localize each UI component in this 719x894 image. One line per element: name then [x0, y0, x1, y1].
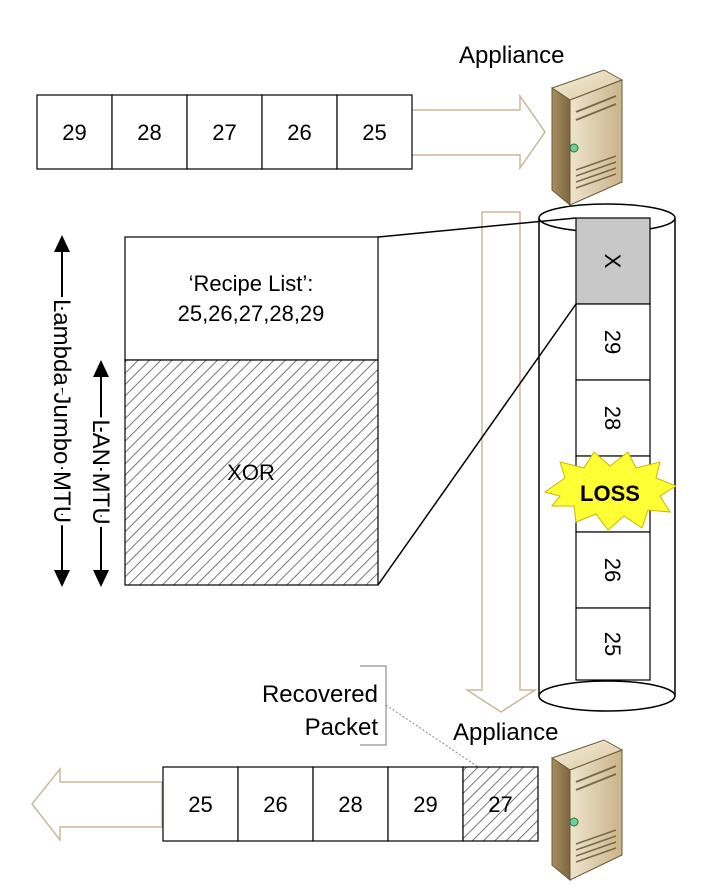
loss-label: LOSS — [580, 481, 640, 506]
svg-text:25: 25 — [188, 792, 212, 817]
svg-text:29: 29 — [62, 120, 86, 145]
recovered-label-line2: Packet — [305, 714, 379, 741]
top-flow-arrow — [409, 93, 546, 171]
xor-label: XOR — [227, 460, 275, 485]
pipe-cell-x: X — [575, 217, 651, 305]
recovered-label-line1: Recovered — [262, 681, 378, 708]
pipe-cell: 29 — [575, 303, 651, 381]
top-queue-cell: 25 — [336, 94, 413, 170]
lan-mtu-label: LAN MTU — [87, 419, 114, 524]
svg-text:27: 27 — [488, 792, 512, 817]
svg-text:27: 27 — [212, 120, 236, 145]
bottom-queue-cell: 29 — [387, 766, 464, 842]
svg-text:26: 26 — [600, 558, 625, 582]
top-appliance-label: Appliance — [459, 42, 564, 69]
lambda-jumbo-mtu-arrow — [54, 235, 70, 587]
svg-text:28: 28 — [600, 406, 625, 430]
top-queue-cell: 29 — [36, 94, 113, 170]
svg-text:25: 25 — [600, 632, 625, 656]
bottom-queue-cell: 28 — [312, 766, 389, 842]
recipe-title: ‘Recipe List’: — [189, 271, 314, 296]
svg-text:28: 28 — [137, 120, 161, 145]
recipe-list: 25,26,27,28,29 — [178, 301, 325, 326]
zoom-line-bottom — [377, 303, 577, 586]
svg-text:29: 29 — [600, 330, 625, 354]
recovered-pointer — [385, 704, 491, 776]
svg-text:X: X — [600, 254, 625, 269]
pipe-cell: 26 — [575, 531, 651, 609]
svg-text:29: 29 — [413, 792, 437, 817]
zoom-line-top — [377, 217, 577, 238]
svg-text:26: 26 — [263, 792, 287, 817]
top-server-icon — [550, 69, 624, 207]
svg-text:25: 25 — [362, 120, 386, 145]
pipe-stack: X 29 28 27 26 25 — [575, 217, 651, 681]
bottom-server-icon — [550, 739, 624, 882]
lambda-jumbo-mtu-label: Lambda Jumbo MTU — [48, 299, 75, 523]
bottom-appliance-label: Appliance — [453, 719, 558, 746]
loss-burst-icon: LOSS — [543, 451, 678, 531]
lan-mtu-arrow — [93, 360, 109, 587]
down-flow-arrow — [464, 211, 538, 713]
bottom-queue-cell-recovered: 27 — [462, 766, 539, 842]
bottom-flow-arrow — [31, 766, 163, 843]
top-queue-cell: 26 — [261, 94, 338, 170]
top-queue-cell: 28 — [111, 94, 188, 170]
svg-text:26: 26 — [287, 120, 311, 145]
pipe-cell: 25 — [575, 607, 651, 681]
top-queue-cell: 27 — [186, 94, 263, 170]
bottom-queue: 25 26 28 29 27 — [162, 766, 539, 842]
top-queue: 29 28 27 26 25 — [36, 94, 413, 170]
bottom-queue-cell: 25 — [162, 766, 239, 842]
pipe-cell: 28 — [575, 379, 651, 457]
recipe-packet: ‘Recipe List’: 25,26,27,28,29 XOR — [124, 236, 379, 586]
svg-text:28: 28 — [338, 792, 362, 817]
bottom-queue-cell: 26 — [237, 766, 314, 842]
